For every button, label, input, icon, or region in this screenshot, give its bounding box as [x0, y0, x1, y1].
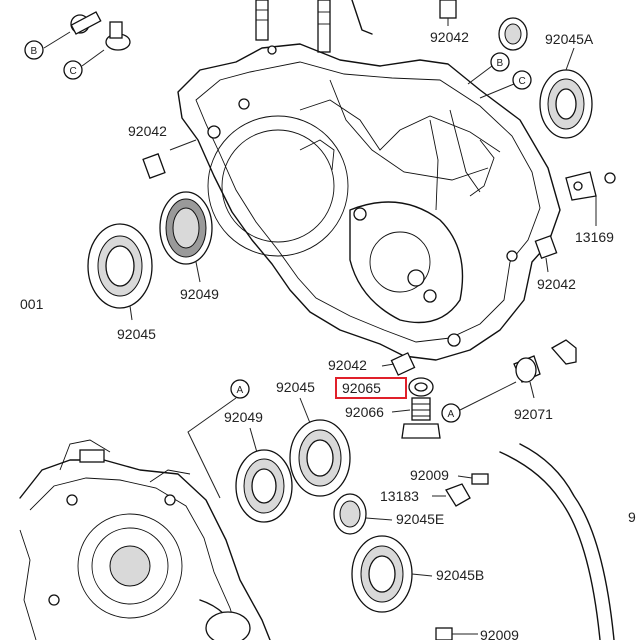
ref-a-lower: A: [448, 409, 455, 420]
seal-92045E: [333, 493, 393, 535]
ref-circle-a-upper: [230, 379, 250, 399]
label-92009-a: 92009: [410, 467, 449, 483]
label-92042-mid: 92042: [328, 357, 367, 373]
label-92045A: 92045A: [545, 31, 594, 47]
ref-b-top: B: [497, 58, 504, 69]
part-92042-right: [534, 234, 558, 273]
screw-92009-b: [435, 627, 478, 640]
label-92049-top: 92049: [180, 286, 219, 302]
upper-crankcase: [177, 43, 561, 361]
seal-92049-top: [159, 191, 213, 283]
lower-crankcase: [19, 439, 271, 640]
studs: [255, 0, 373, 53]
bolt-c: [81, 21, 131, 67]
label-92045-low: 92045: [276, 379, 315, 395]
drain-bolt-92066: [391, 397, 441, 439]
part-92042-left: [142, 139, 197, 179]
washer-92065: [408, 377, 434, 397]
part-92042-mid: [381, 352, 416, 376]
ref-c-top: C: [519, 76, 526, 87]
bolt-b: [43, 11, 102, 49]
bearing-92045-left: [87, 223, 153, 321]
ref-b-left: B: [31, 46, 38, 57]
label-92066: 92066: [345, 404, 384, 420]
ref-circle-b-top: [490, 52, 510, 72]
ref-circle-a-lower: [441, 403, 461, 423]
oil-seal-top: [498, 17, 528, 51]
ref-circle-c-left: [63, 60, 83, 80]
highlight-box-92065: [335, 377, 407, 399]
plate-13183: [432, 483, 471, 507]
label-92065: 92065: [342, 380, 381, 396]
ref-c-left: C: [70, 66, 77, 77]
seal-92049-low: [235, 449, 293, 523]
label-13169: 13169: [575, 229, 614, 245]
label-001-cut: 001: [20, 296, 44, 312]
part-13169: [565, 171, 616, 226]
screw-92009-a: [457, 473, 489, 485]
bearing-92045-low: [289, 419, 351, 497]
bearing-92045A: [539, 47, 593, 139]
part-92042-top: [439, 0, 457, 26]
label-13183: 13183: [380, 488, 419, 504]
label-92071: 92071: [514, 406, 553, 422]
ref-circle-c-top: [512, 70, 532, 90]
label-92049-low: 92049: [224, 409, 263, 425]
ref-a-upper: A: [237, 385, 244, 396]
bearing-92045B: [351, 535, 433, 613]
ref-circle-b-left: [24, 40, 44, 60]
label-92045-left: 92045: [117, 326, 156, 342]
label-9-right-cut: 9: [628, 509, 636, 525]
label-92042-left: 92042: [128, 123, 167, 139]
label-92045B: 92045B: [436, 567, 484, 583]
hose-92071: [499, 339, 615, 640]
label-92045E: 92045E: [396, 511, 444, 527]
label-92042-right: 92042: [537, 276, 576, 292]
label-92042-top: 92042: [430, 29, 469, 45]
label-92009-b: 92009: [480, 627, 519, 640]
